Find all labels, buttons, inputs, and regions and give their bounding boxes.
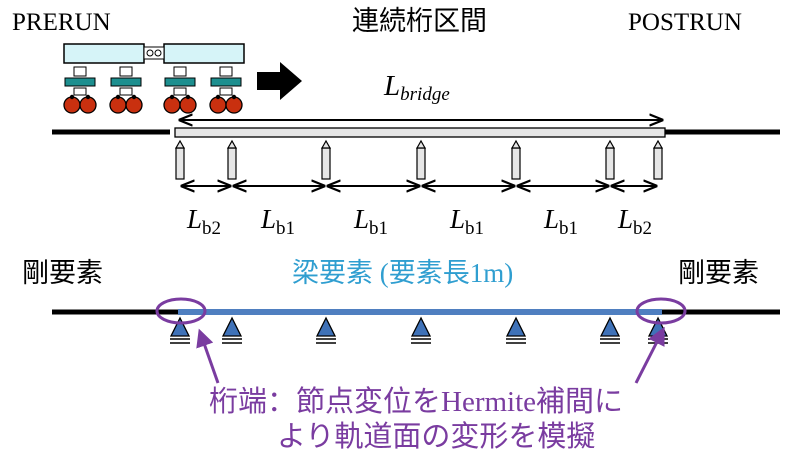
pier-cap — [510, 139, 522, 149]
span-labels: Lb2 Lb1 Lb1 Lb1 Lb1 Lb2 — [186, 204, 652, 239]
wheel — [79, 96, 97, 114]
wheel — [163, 96, 181, 114]
pier — [511, 147, 521, 180]
wheel — [109, 96, 127, 114]
suspension-spring — [73, 66, 87, 77]
pier — [321, 147, 331, 180]
axle-hub — [169, 94, 175, 100]
axle-hub — [131, 94, 137, 100]
span-label: Lb1 — [449, 204, 484, 239]
wheel — [63, 96, 81, 114]
suspension-spring — [119, 87, 133, 96]
axle-hub — [185, 94, 191, 100]
span-label: Lb1 — [543, 204, 578, 239]
suspension-spring — [173, 66, 187, 77]
piers — [174, 139, 664, 180]
pier — [175, 147, 185, 180]
annotation-line-2: より軌道面の変形を模擬 — [277, 420, 595, 453]
callout-arrow-left — [196, 328, 220, 384]
wheel — [225, 96, 243, 114]
rigid-element-left-label: 剛要素 — [22, 258, 103, 288]
bogie-frame — [110, 77, 142, 87]
span-label: Lb1 — [260, 204, 295, 239]
bogie-frame — [164, 77, 196, 87]
rigid-element-right-label: 剛要素 — [678, 258, 759, 288]
support-triangle — [169, 316, 191, 337]
span-label: Lb1 — [353, 204, 388, 239]
span-label: Lb2 — [617, 204, 652, 239]
wheel — [125, 96, 143, 114]
pier-cap — [174, 139, 186, 149]
pier-cap — [604, 139, 616, 149]
car-body-rear — [63, 43, 145, 64]
callout-arrow-right — [634, 326, 665, 384]
beam-element-label: 梁要素 (要素長1m) — [292, 258, 513, 288]
girder-end-left-highlight — [155, 297, 207, 325]
support-triangle — [221, 316, 243, 337]
postrun-label: POSTRUN — [628, 9, 742, 36]
supports — [169, 316, 669, 344]
direction-arrow-icon — [257, 62, 302, 100]
pier-cap — [320, 139, 332, 149]
pier — [227, 147, 237, 180]
axle-hub — [69, 94, 75, 100]
suspension-spring — [173, 87, 187, 96]
annotation-line-1: 桁端：節点変位をHermite補間に — [209, 385, 623, 418]
bogie-frame — [210, 77, 242, 87]
l-bridge-label: Lbridge — [383, 70, 450, 105]
suspension-spring — [219, 66, 233, 77]
pier — [416, 147, 426, 180]
car-body-front — [163, 43, 245, 64]
bogie-frame — [64, 77, 96, 87]
axle-hub — [115, 94, 121, 100]
wheel — [209, 96, 227, 114]
support-triangle — [599, 316, 621, 337]
suspension-spring — [73, 87, 87, 96]
suspension-spring — [219, 87, 233, 96]
wheel — [179, 96, 197, 114]
pier — [605, 147, 615, 180]
span-label: Lb2 — [186, 204, 221, 239]
pier — [653, 147, 663, 180]
support-triangle — [315, 316, 337, 337]
suspension-spring — [119, 66, 133, 77]
bridge-girder — [174, 127, 666, 138]
girder-end-right-highlight — [635, 297, 687, 325]
support-triangle — [410, 316, 432, 337]
axle-hub — [215, 94, 221, 100]
pier-cap — [415, 139, 427, 149]
section-label: 連続桁区間 — [352, 6, 487, 36]
pier-cap — [652, 139, 664, 149]
axle-hub — [85, 94, 91, 100]
pier-cap — [226, 139, 238, 149]
prerun-label: PRERUN — [12, 9, 111, 36]
support-triangle — [505, 316, 527, 337]
axle-hub — [231, 94, 237, 100]
train — [63, 43, 245, 114]
